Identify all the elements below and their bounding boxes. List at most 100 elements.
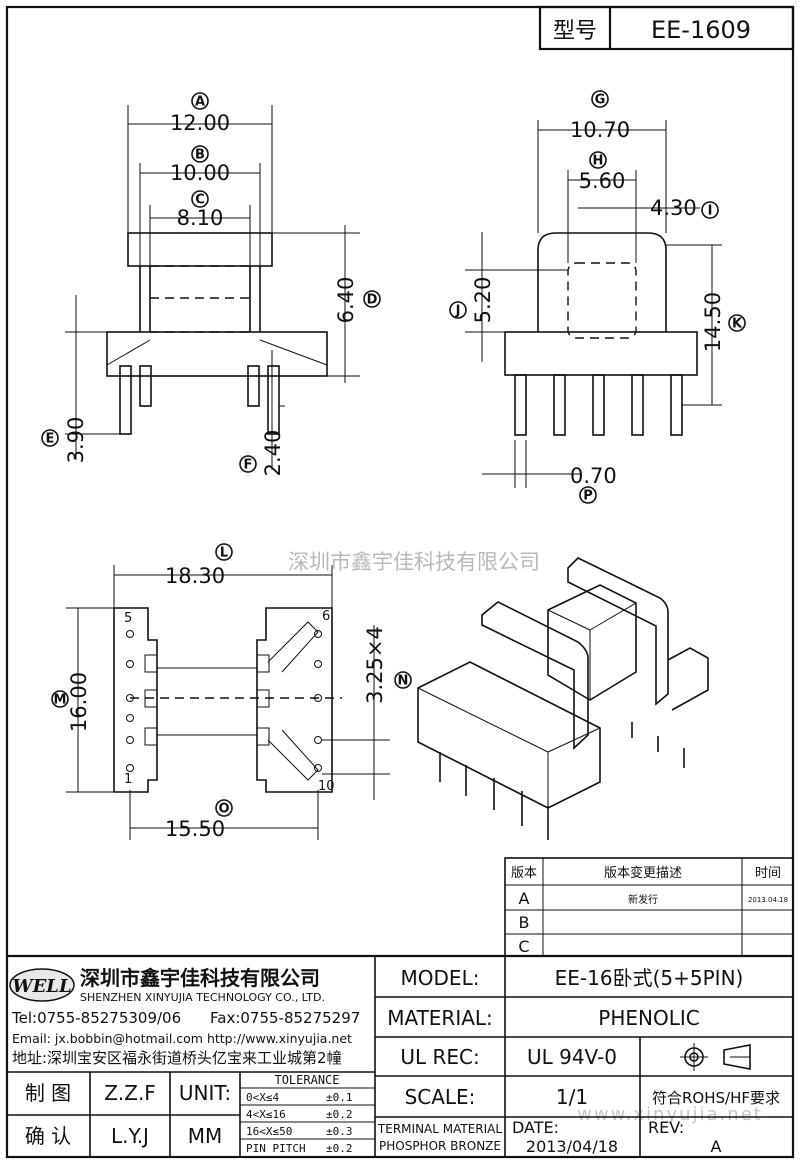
bottom-right-flange	[256, 607, 333, 793]
company-logo: WELL	[9, 968, 75, 1002]
tolerance-range: 16<X≤50	[246, 1125, 292, 1138]
tb-material-label: MATERIAL:	[387, 1006, 493, 1030]
iso-back-flange	[567, 557, 669, 706]
svg-text:O: O	[218, 802, 229, 817]
circle-label-m: M	[51, 690, 69, 708]
iso-right-base	[667, 647, 709, 711]
watermark-url: www.xinyujia.net	[577, 1104, 763, 1125]
tolerance-range: 0<X≤4	[246, 1091, 279, 1104]
side-flange	[537, 232, 667, 332]
svg-text:N: N	[398, 674, 409, 689]
dim-B-value: 10.00	[170, 161, 230, 185]
isometric-view	[417, 557, 709, 840]
rev-header-date: 时间	[755, 866, 781, 881]
tb-rev-value: A	[711, 1137, 722, 1156]
tolerance-value: ±0.2	[326, 1108, 353, 1121]
header-model-value: EE-1609	[651, 16, 751, 44]
circle-label-g: G	[591, 90, 609, 108]
company-tel: Tel:0755-85275309/06	[11, 1009, 181, 1027]
company-name-cn: 深圳市鑫宇佳科技有限公司	[80, 966, 320, 990]
tb-model-label: MODEL:	[401, 966, 480, 990]
rev-header-desc: 版本变更描述	[604, 865, 682, 881]
rev-header-version: 版本	[511, 866, 537, 881]
tb-unit-value: MM	[188, 1124, 223, 1148]
circle-label-i: I	[701, 201, 719, 219]
bottom-left-flange	[113, 607, 158, 793]
svg-text:J: J	[455, 304, 461, 319]
tolerance-value: ±0.1	[326, 1091, 353, 1104]
tb-scale-label: SCALE:	[405, 1085, 476, 1109]
iso-front-flange	[481, 601, 589, 750]
dim-L-value: 18.30	[165, 564, 225, 588]
title-block: WELL 深圳市鑫宇佳科技有限公司 SHENZHEN XINYUJIA TECH…	[7, 954, 793, 1157]
company-fax: Fax:0755-85275297	[210, 1009, 360, 1027]
tb-drawn-label: 制 图	[25, 1081, 71, 1105]
dim-J-value: 5.20	[471, 277, 495, 324]
tolerance-range: PIN PITCH	[246, 1142, 306, 1155]
tb-date-label: DATE:	[512, 1118, 559, 1137]
dim-E-value: 3.90	[64, 417, 88, 464]
tb-check-label: 确 认	[25, 1124, 71, 1148]
svg-text:E: E	[46, 432, 55, 447]
iso-front-base	[417, 661, 601, 809]
side-core-dashed	[567, 262, 637, 339]
tb-drawn-value: Z.Z.F	[104, 1081, 156, 1105]
circle-label-o: O	[215, 799, 233, 817]
tb-scale-value: 1/1	[556, 1085, 588, 1109]
revision-table: 版本 版本变更描述 时间 A 新发行 2013.04.18 B C	[504, 857, 794, 957]
svg-text:I: I	[708, 204, 713, 219]
dim-I-value: 4.30	[650, 196, 697, 220]
dim-N-value: 3.25×4	[363, 626, 387, 704]
circle-label-h: H	[589, 151, 607, 169]
iso-core	[547, 584, 637, 701]
svg-text:G: G	[595, 93, 606, 108]
svg-text:K: K	[732, 317, 743, 332]
side-view: 10.70 5.60 4.30 5.20 14.50 0.70	[465, 118, 725, 488]
rev-row-desc: 新发行	[628, 893, 658, 906]
projection-symbol-icon	[680, 1043, 751, 1071]
svg-text:D: D	[367, 293, 378, 308]
dim-O-value: 15.50	[165, 817, 225, 841]
pin-number-5: 5	[124, 611, 132, 626]
circle-label-d: D	[363, 290, 381, 308]
dim-H-value: 5.60	[579, 169, 626, 193]
front-view: 12.00 10.00 8.10 6.40 3.90 2.40	[64, 105, 360, 476]
circle-label-p: P	[579, 486, 597, 504]
company-name-en: SHENZHEN XINYUJIA TECHNOLOGY CO., LTD.	[80, 991, 325, 1004]
tb-terminal-line2: PHOSPHOR BRONZE	[379, 1139, 501, 1153]
circle-label-f: F	[239, 455, 257, 473]
dim-D-value: 6.40	[334, 277, 358, 324]
company-email: Email: jx.bobbin@hotmail.com http://www.…	[12, 1031, 352, 1046]
dim-F-value: 2.40	[261, 430, 285, 477]
rev-row-ver: C	[518, 937, 529, 956]
dim-K-value: 14.50	[701, 292, 725, 352]
bottom-view: 5 6 1 10 18.30 16.00 3.25×4 15.50	[66, 564, 390, 841]
pin-number-6: 6	[322, 609, 330, 624]
rev-row-ver: A	[519, 889, 530, 908]
tb-ulrec-label: UL REC:	[400, 1045, 479, 1069]
circle-label-e: E	[41, 429, 59, 447]
circle-label-n: N	[394, 671, 412, 689]
tb-model-value: EE-16卧式(5+5PIN)	[555, 966, 744, 990]
svg-text:A: A	[195, 95, 205, 110]
tb-unit-label: UNIT:	[179, 1081, 231, 1105]
tb-rev-label: REV:	[648, 1118, 684, 1137]
svg-text:P: P	[583, 489, 593, 504]
dim-A-value: 12.00	[170, 111, 230, 135]
circle-label-l: L	[215, 543, 233, 561]
tb-terminal-line1: TERMINAL MATERIAL	[377, 1122, 502, 1136]
front-base	[106, 331, 328, 377]
svg-text:H: H	[593, 154, 604, 169]
tolerance-range: 4<X≤16	[246, 1108, 286, 1121]
rev-row-ver: B	[519, 913, 530, 932]
circle-label-j: J	[449, 301, 467, 319]
dim-M-value: 16.00	[67, 672, 91, 732]
svg-text:L: L	[220, 546, 228, 561]
tb-ulrec-value: UL 94V-0	[527, 1045, 617, 1069]
svg-text:F: F	[244, 458, 253, 473]
pin-number-10: 10	[318, 779, 335, 794]
tb-check-value: L.Y.J	[111, 1124, 149, 1148]
circle-label-a: A	[191, 92, 209, 110]
